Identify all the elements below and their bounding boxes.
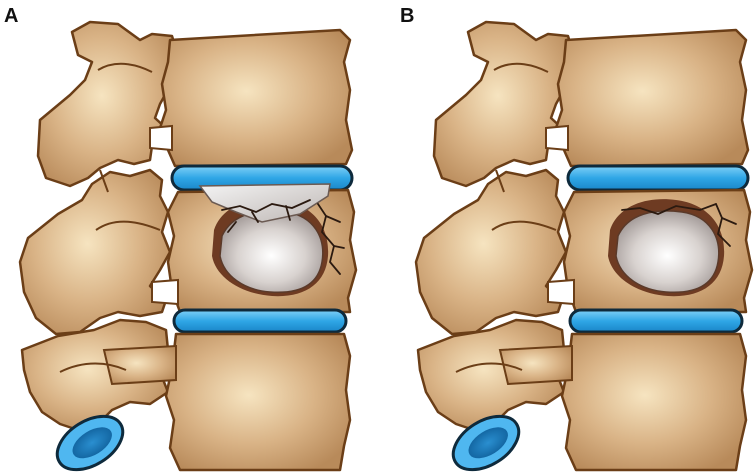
panel-b-spine <box>414 20 754 476</box>
panel-label-b: B <box>400 5 415 27</box>
panel-label-a: A <box>4 5 19 27</box>
panel-a-endplate-fragment <box>198 183 331 223</box>
panel-a-spine <box>18 20 358 476</box>
panel-a-fracture-lines <box>221 199 345 275</box>
panel-b-fracture-lines <box>621 203 737 247</box>
